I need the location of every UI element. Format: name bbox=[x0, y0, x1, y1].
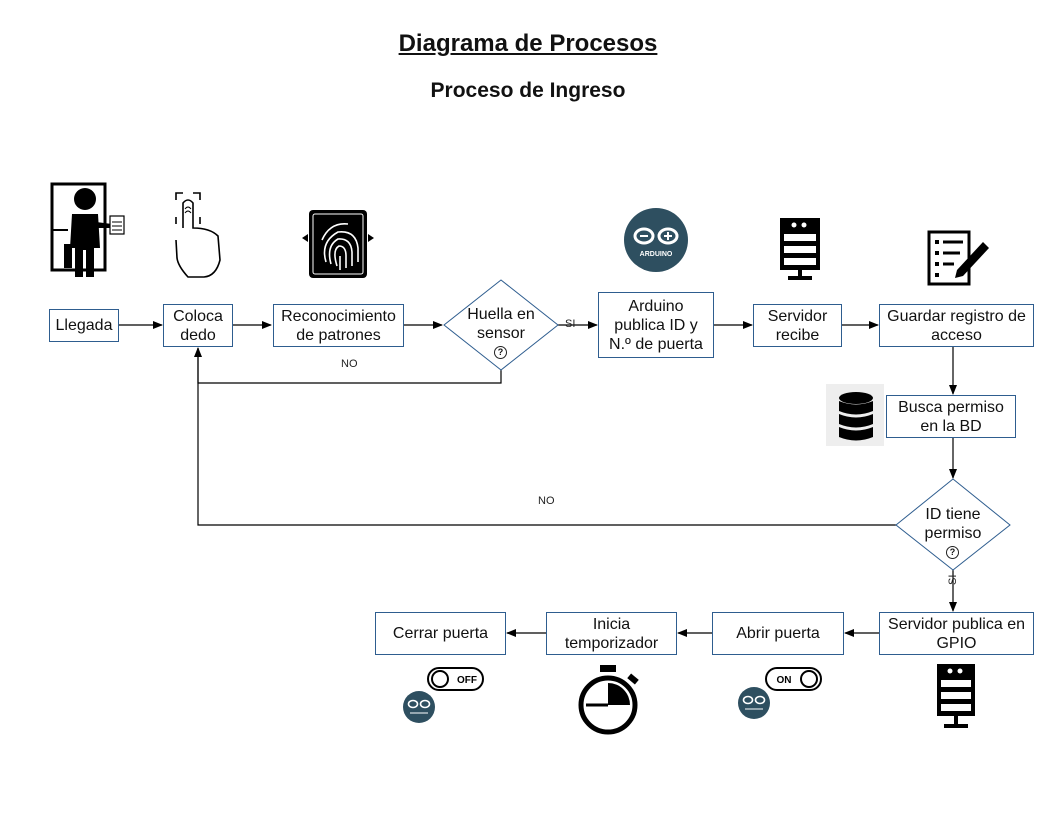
server-icon-2 bbox=[937, 664, 975, 728]
finger-touch-icon bbox=[175, 192, 221, 278]
toggle-off-icon: OFF bbox=[427, 667, 484, 691]
decision-id-help-icon: ? bbox=[946, 546, 959, 559]
arrow-id-no-loop bbox=[197, 348, 896, 526]
node-cerrar-puerta: Cerrar puerta bbox=[375, 612, 506, 655]
fingerprint-scanner-icon bbox=[302, 210, 374, 278]
node-reconocimiento: Reconocimiento de patrones bbox=[273, 304, 404, 347]
page-title: Diagrama de Procesos bbox=[398, 30, 658, 57]
node-servidor-recibe: Servidor recibe bbox=[753, 304, 842, 347]
page-subtitle: Proceso de Ingreso bbox=[430, 79, 626, 102]
node-llegada: Llegada bbox=[49, 309, 119, 342]
form-edit-icon bbox=[927, 230, 989, 286]
toggle-on-icon: ON bbox=[765, 667, 822, 691]
decision-huella-label: Huella en sensor bbox=[467, 306, 535, 342]
toggle-off-label: OFF bbox=[457, 675, 477, 686]
decision-huella-help-icon: ? bbox=[494, 346, 507, 359]
edge-label-si-2: SI bbox=[947, 574, 959, 585]
decision-id-label: ID tiene permiso bbox=[924, 506, 982, 542]
decision-huella-shape bbox=[443, 279, 559, 371]
toggle-on-label: ON bbox=[777, 675, 792, 686]
node-arduino: Arduino publica ID y N.º de puerta bbox=[598, 292, 714, 358]
stopwatch-icon bbox=[578, 665, 639, 735]
arduino-logo-icon: ARDUINO bbox=[624, 208, 688, 272]
edge-label-si-1: SI bbox=[565, 318, 576, 330]
server-icon bbox=[780, 218, 820, 280]
arduino-small-logo-icon-2 bbox=[738, 687, 770, 719]
person-at-door-icon bbox=[50, 182, 125, 277]
node-coloca-dedo: Coloca dedo bbox=[163, 304, 233, 347]
decision-id-shape bbox=[895, 478, 1011, 571]
node-servidor-gpio: Servidor publica en GPIO bbox=[879, 612, 1034, 655]
edge-label-no-1: NO bbox=[341, 358, 358, 370]
node-abrir-puerta: Abrir puerta bbox=[712, 612, 844, 655]
arduino-logo-text: ARDUINO bbox=[640, 251, 673, 258]
node-temporizador: Inicia temporizador bbox=[546, 612, 677, 655]
node-guardar: Guardar registro de acceso bbox=[879, 304, 1034, 347]
arduino-small-logo-icon bbox=[403, 691, 435, 723]
database-icon bbox=[826, 384, 884, 446]
node-busca-permiso: Busca permiso en la BD bbox=[886, 395, 1016, 438]
edge-label-no-2: NO bbox=[538, 495, 555, 507]
